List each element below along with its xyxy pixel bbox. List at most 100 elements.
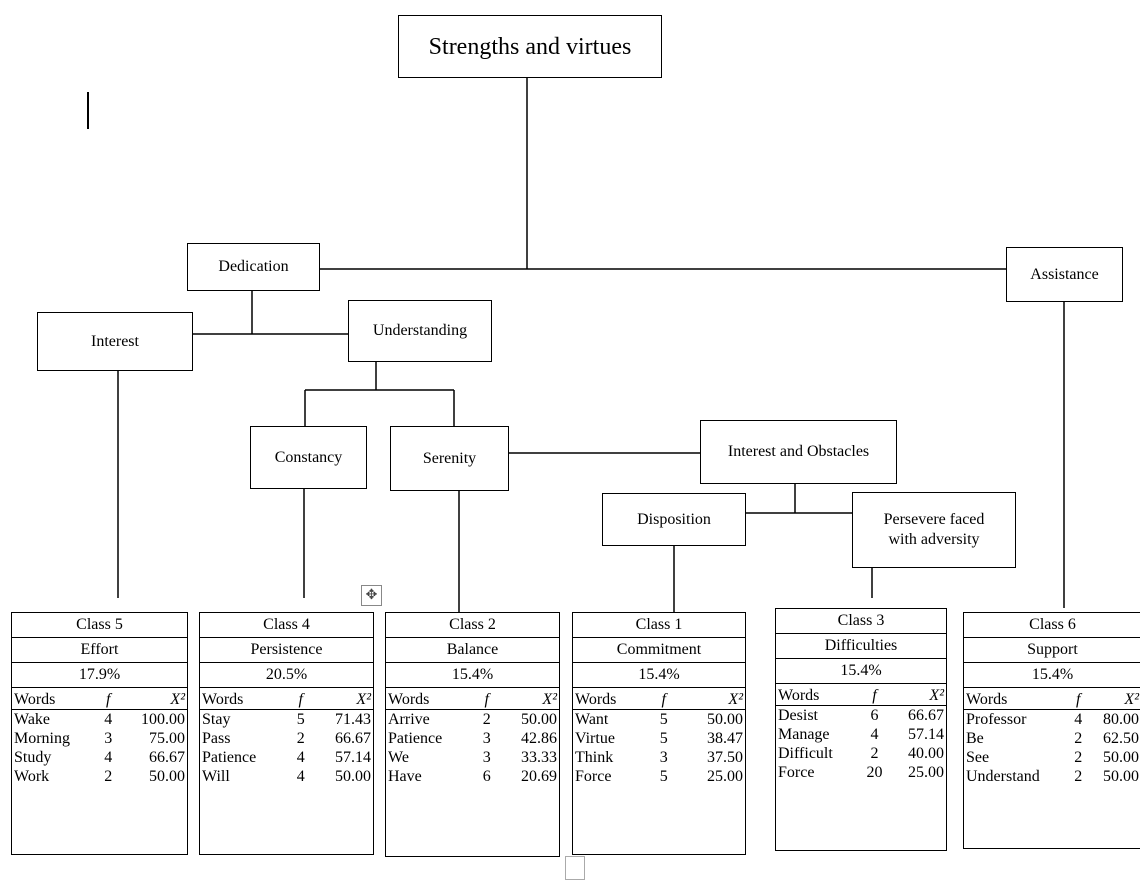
x2-cell: 57.14: [908, 726, 944, 743]
column-words: Words: [778, 687, 820, 704]
column-x2: X²: [356, 691, 371, 708]
resize-handle[interactable]: [565, 856, 585, 880]
x2-cell: 50.00: [521, 711, 557, 728]
f-cell: 5: [659, 711, 668, 728]
table-header-row: Words f X²: [573, 690, 745, 710]
table-row: Patience 3 42.86: [386, 729, 559, 748]
interest-node: Interest: [37, 312, 193, 371]
title-node: Strengths and virtues: [398, 15, 662, 78]
f-cell: 2: [296, 730, 305, 747]
persevere-line-1: Persevere faced: [883, 511, 985, 528]
f-cell: 5: [659, 768, 668, 785]
word-cell: Wake: [14, 711, 51, 728]
f-cell: 2: [104, 768, 113, 785]
word-cell: We: [388, 749, 409, 766]
column-x2: X²: [728, 691, 743, 708]
word-cell: Desist: [778, 707, 818, 724]
x2-cell: 50.00: [1103, 768, 1139, 785]
column-x2: X²: [1124, 691, 1139, 708]
table-header-row: Words f X²: [776, 686, 946, 706]
x2-cell: 37.50: [707, 749, 743, 766]
column-f: f: [298, 691, 303, 708]
interest-obstacles-node: Interest and Obstacles: [700, 420, 897, 484]
class-label: Difficulties: [776, 634, 946, 659]
table-header-row: Words f X²: [200, 690, 373, 710]
word-cell: Patience: [202, 749, 257, 766]
column-f: f: [661, 691, 666, 708]
word-cell: Pass: [202, 730, 231, 747]
understanding-node: Understanding: [348, 300, 492, 362]
table-row: Think 3 37.50: [573, 748, 745, 767]
x2-cell: 25.00: [707, 768, 743, 785]
table-row: Work 2 50.00: [12, 767, 187, 786]
x2-cell: 57.14: [335, 749, 371, 766]
x2-cell: 50.00: [149, 768, 185, 785]
column-f: f: [484, 691, 489, 708]
class-label: Commitment: [573, 638, 745, 663]
class-name: Class 5: [12, 613, 187, 638]
serenity-node: Serenity: [390, 426, 509, 491]
word-cell: Understand: [966, 768, 1040, 785]
column-words: Words: [966, 691, 1008, 708]
x2-cell: 62.50: [1103, 730, 1139, 747]
column-f: f: [106, 691, 111, 708]
class-name: Class 6: [964, 613, 1140, 638]
column-x2: X²: [929, 687, 944, 704]
text-cursor: [87, 92, 89, 129]
column-x2: X²: [170, 691, 185, 708]
class-4-table: Class 4 Persistence 20.5% Words f X² Sta…: [199, 612, 374, 855]
f-cell: 5: [296, 711, 305, 728]
word-cell: Work: [14, 768, 50, 785]
f-cell: 4: [870, 726, 879, 743]
word-cell: Will: [202, 768, 230, 785]
f-cell: 20: [866, 764, 883, 781]
f-cell: 2: [482, 711, 491, 728]
column-words: Words: [14, 691, 56, 708]
f-cell: 4: [104, 749, 113, 766]
column-f: f: [872, 687, 877, 704]
column-f: f: [1076, 691, 1081, 708]
move-handle-icon[interactable]: ✥: [361, 585, 382, 606]
f-cell: 4: [1074, 711, 1083, 728]
f-cell: 3: [659, 749, 668, 766]
disposition-node: Disposition: [602, 493, 746, 546]
word-cell: Stay: [202, 711, 231, 728]
word-cell: Be: [966, 730, 984, 747]
word-cell: Force: [575, 768, 612, 785]
x2-cell: 50.00: [707, 711, 743, 728]
f-cell: 3: [104, 730, 113, 747]
word-cell: Think: [575, 749, 614, 766]
word-cell: Patience: [388, 730, 443, 747]
x2-cell: 80.00: [1103, 711, 1139, 728]
f-cell: 3: [482, 730, 491, 747]
class-label: Balance: [386, 638, 559, 663]
x2-cell: 50.00: [1103, 749, 1139, 766]
table-header-row: Words f X²: [12, 690, 187, 710]
class-name: Class 3: [776, 609, 946, 634]
x2-cell: 33.33: [521, 749, 557, 766]
word-cell: Want: [575, 711, 609, 728]
f-cell: 2: [1074, 768, 1083, 785]
table-row: Understand 2 50.00: [964, 767, 1140, 786]
x2-cell: 42.86: [521, 730, 557, 747]
persevere-node: Persevere faced with adversity: [852, 492, 1016, 568]
